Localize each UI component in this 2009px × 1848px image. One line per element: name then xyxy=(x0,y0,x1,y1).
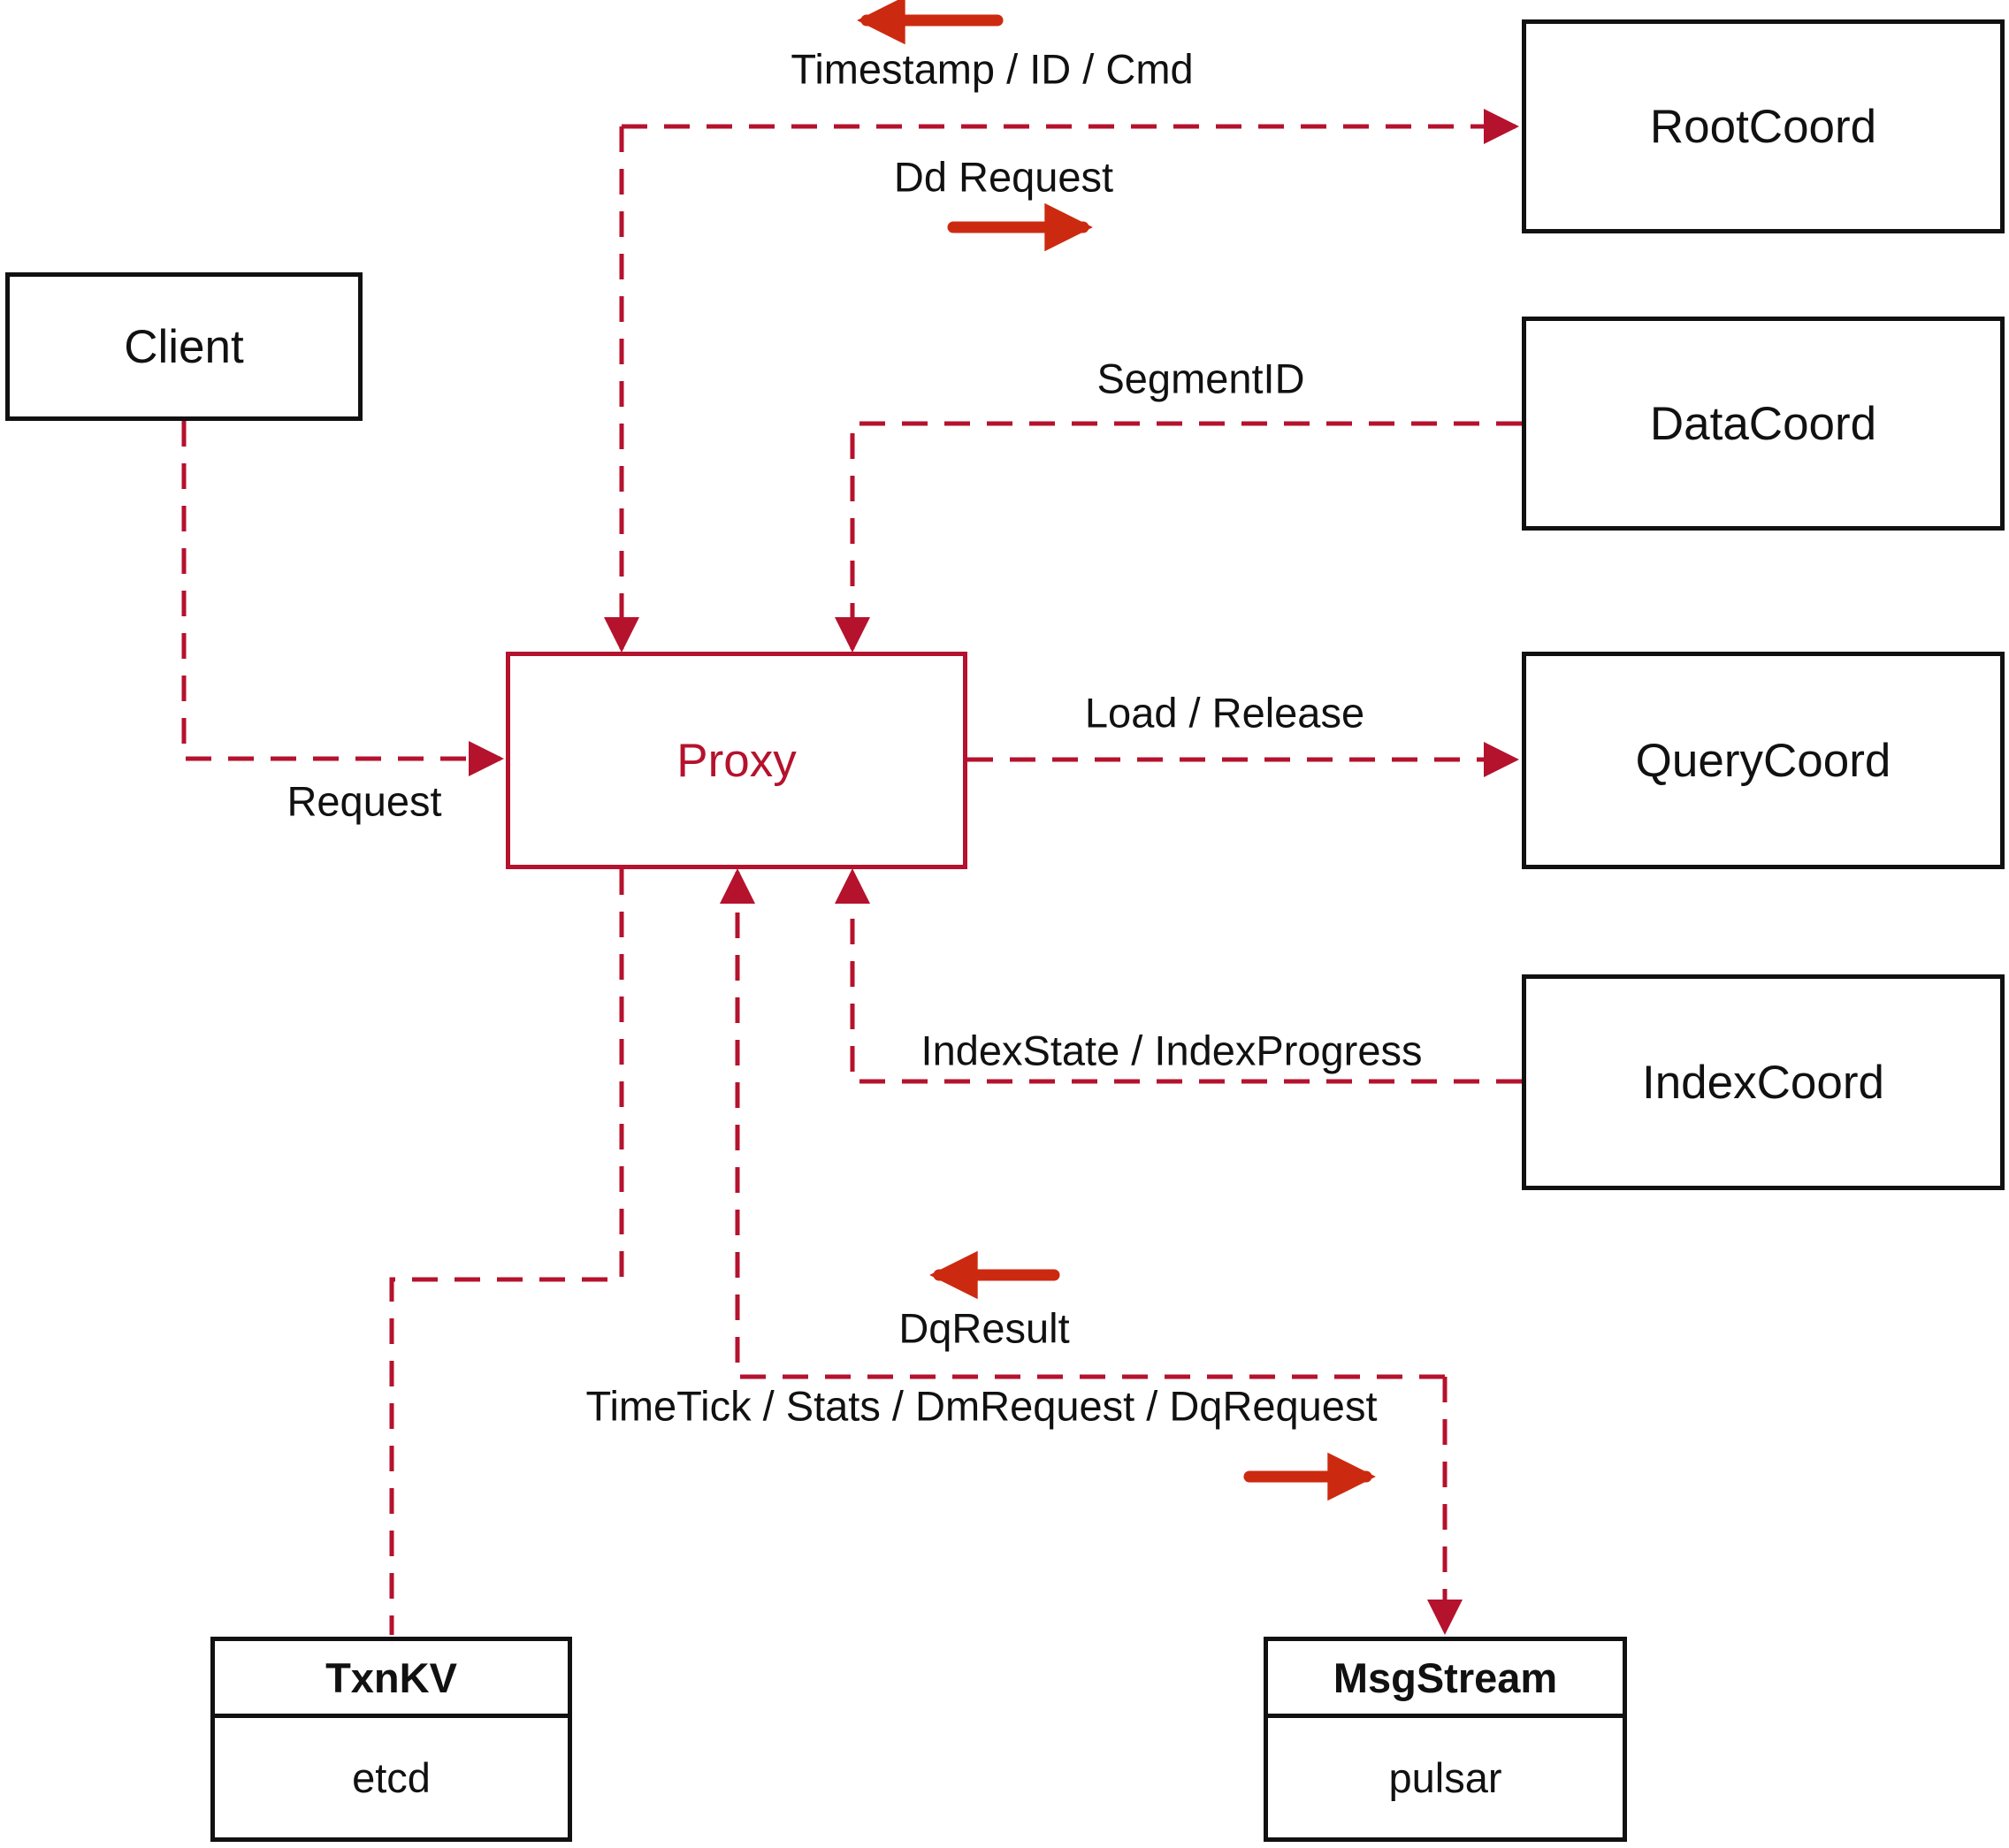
edge-label-request: Request xyxy=(286,777,442,825)
edge-datacoord-to-proxy xyxy=(835,421,1522,653)
node-indexcoord: IndexCoord xyxy=(1522,974,2005,1190)
node-msgstream-sub: pulsar xyxy=(1388,1754,1502,1801)
edge-label-segment-id: SegmentID xyxy=(1096,355,1305,402)
node-txnkv-title: TxnKV xyxy=(215,1641,568,1718)
edge-msgstream-to-proxy xyxy=(720,868,1445,1379)
node-proxy: Proxy xyxy=(506,652,967,869)
edge-label-load-release: Load / Release xyxy=(1084,689,1365,737)
node-msgstream-title: MsgStream xyxy=(1268,1641,1623,1718)
node-indexcoord-label: IndexCoord xyxy=(1641,1056,1884,1109)
node-querycoord-label: QueryCoord xyxy=(1635,734,1891,787)
node-rootcoord-label: RootCoord xyxy=(1649,100,1877,153)
node-client-label: Client xyxy=(124,320,244,373)
edge-label-dd-request: Dd Request xyxy=(893,153,1114,201)
edge-label-timetick: TimeTick / Stats / DmRequest / DqRequest xyxy=(585,1382,1378,1430)
node-datacoord-label: DataCoord xyxy=(1649,397,1877,450)
edge-label-timestamp-id-cmd: Timestamp / ID / Cmd xyxy=(791,45,1194,93)
edge-client-to-proxy xyxy=(181,421,504,776)
node-rootcoord: RootCoord xyxy=(1522,19,2005,233)
node-proxy-label: Proxy xyxy=(676,734,797,787)
edge-label-index-state: IndexState / IndexProgress xyxy=(920,1027,1423,1074)
edge-indexcoord-to-proxy xyxy=(835,868,1522,1084)
edge-label-dq-result: DqResult xyxy=(898,1304,1070,1352)
node-txnkv: TxnKV etcd xyxy=(210,1637,572,1842)
edge-proxy-to-txnkv xyxy=(389,869,624,1635)
node-datacoord: DataCoord xyxy=(1522,317,2005,531)
node-client: Client xyxy=(5,272,363,421)
node-msgstream: MsgStream pulsar xyxy=(1264,1637,1627,1842)
node-txnkv-sub: etcd xyxy=(352,1754,431,1801)
node-querycoord: QueryCoord xyxy=(1522,652,2005,869)
